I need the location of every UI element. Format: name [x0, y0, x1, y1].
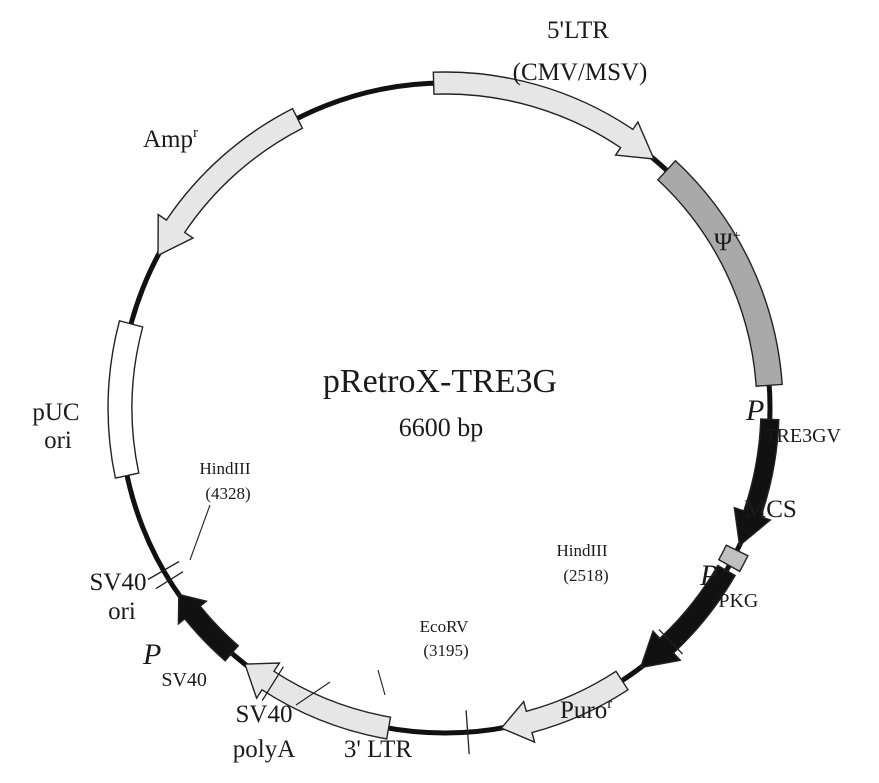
- ltr5-label-line1: 5'LTR: [547, 17, 609, 44]
- psi-base: Ψ: [714, 229, 733, 256]
- puro-base: Puro: [560, 697, 607, 724]
- amp-sup: r: [193, 125, 198, 141]
- sv40-polya-mark: [261, 666, 284, 701]
- ltr3-feature: [243, 662, 392, 740]
- amp-feature: [157, 107, 304, 257]
- psv40-p: P: [142, 638, 161, 671]
- psi-feature: [656, 159, 783, 387]
- hindiii-4328-pos: (4328): [205, 484, 250, 503]
- psv40-sub: SV40: [161, 669, 207, 691]
- ecorv-3195-name: EcoRV: [420, 617, 469, 636]
- plasmid-size: 6600 bp: [399, 413, 484, 442]
- ltr5-feature: [432, 71, 656, 160]
- hindiii-2518-pos: (2518): [563, 566, 608, 585]
- sv40polya-line2: polyA: [233, 736, 296, 763]
- ltr3-label: 3' LTR: [344, 736, 413, 763]
- psv40-label: PSV40: [142, 638, 207, 691]
- ppkg-p: P: [699, 559, 718, 592]
- hindiii-2518-site-mark: [658, 629, 684, 655]
- ptre3gv-p: P: [745, 394, 764, 427]
- psi-sup: +: [732, 228, 740, 244]
- sv40polya-leader: [295, 681, 331, 706]
- sv40ori-line1: SV40: [90, 569, 147, 596]
- ecorv-3195-pos: (3195): [423, 641, 468, 660]
- sv40-ori-mark: [155, 571, 184, 590]
- plasmid-name: pRetroX-TRE3G: [323, 363, 557, 400]
- sv40polya-line1: SV40: [236, 701, 293, 728]
- sv40ori-line2: ori: [108, 598, 136, 625]
- ppkg-label: PPKG: [699, 559, 758, 612]
- puro-label: Puror: [560, 696, 612, 724]
- hindiii-4328-name: HindIII: [200, 459, 251, 478]
- amp-base: Amp: [143, 126, 193, 153]
- amp-label: Ampr: [143, 125, 198, 153]
- ppkg-sub: PKG: [718, 590, 758, 612]
- ltr5-label-line2: (CMV/MSV): [513, 59, 648, 86]
- ptre3gv-label: PTRE3GV: [745, 394, 842, 447]
- puro-feature: [500, 670, 629, 744]
- hindiii-4328-site-mark: [147, 560, 180, 581]
- ptre3gv-feature: [733, 418, 780, 547]
- ptre3gv-sub: TRE3GV: [764, 425, 841, 447]
- ppkg-feature: [639, 564, 737, 669]
- ltr3-cross-leader: [377, 669, 386, 696]
- psi-label: Ψ+: [714, 228, 741, 256]
- puro-sup: r: [607, 696, 612, 712]
- mcs-feature: [717, 544, 749, 573]
- puc-line2: ori: [44, 427, 72, 454]
- mcs-label: MCS: [744, 496, 797, 523]
- ecorv-3195-site-mark: [465, 710, 470, 755]
- puc-line1: pUC: [32, 399, 79, 426]
- puc-ori-feature: [107, 319, 144, 479]
- hindiii-4328-leader: [189, 504, 211, 561]
- hindiii-2518-name: HindIII: [557, 541, 608, 560]
- psv40-feature: [177, 593, 240, 662]
